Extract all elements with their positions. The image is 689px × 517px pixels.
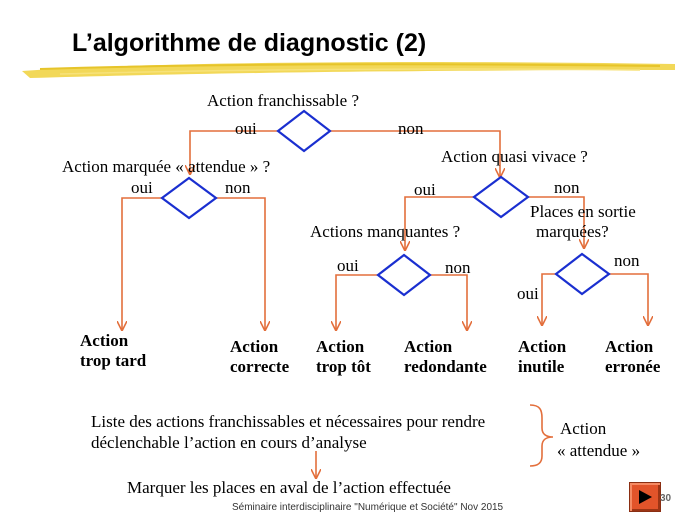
next-arrow-icon bbox=[639, 490, 652, 504]
note-side-line2: « attendue » bbox=[557, 441, 641, 460]
outcome-line1: Action bbox=[230, 337, 279, 356]
outcome-correcte: Action correcte bbox=[230, 337, 289, 376]
question-places-line2: marquées? bbox=[536, 222, 609, 241]
outcome-line2: redondante bbox=[404, 356, 487, 376]
edge-root-non bbox=[330, 130, 500, 177]
edge-places-oui bbox=[542, 273, 556, 325]
decision-diamond-marquee bbox=[160, 176, 218, 220]
label-viv-oui: oui bbox=[414, 180, 436, 199]
label-places-oui: oui bbox=[517, 284, 539, 303]
label-manq-non: non bbox=[445, 258, 471, 277]
question-vivace: Action quasi vivace ? bbox=[441, 147, 588, 166]
outcome-redondante: Action redondante bbox=[404, 337, 487, 376]
question-marquee: Action marquée « attendue » ? bbox=[62, 157, 271, 176]
outcome-inutile: Action inutile bbox=[518, 337, 566, 376]
edge-manq-non bbox=[430, 274, 467, 330]
decision-diamond-root bbox=[276, 109, 332, 153]
note-bracket bbox=[529, 404, 554, 467]
outcome-line1: Action bbox=[605, 337, 654, 356]
edge-viv-oui bbox=[405, 196, 474, 250]
note-side-line1: Action bbox=[560, 419, 607, 438]
outcome-line1: Action bbox=[316, 337, 365, 356]
edge-manq-oui bbox=[336, 274, 378, 330]
question-root: Action franchissable ? bbox=[207, 91, 359, 110]
edge-root-oui bbox=[190, 130, 278, 174]
note-bottom: Marquer les places en aval de l’action e… bbox=[127, 478, 451, 497]
label-marq-oui: oui bbox=[131, 178, 153, 197]
question-manquantes: Actions manquantes ? bbox=[310, 222, 461, 241]
outcome-line1: Action bbox=[80, 331, 129, 350]
next-slide-button[interactable] bbox=[629, 482, 661, 512]
outcome-line2: inutile bbox=[518, 356, 565, 376]
outcome-trop-tot: Action trop tôt bbox=[316, 337, 371, 376]
outcome-line2: correcte bbox=[230, 356, 290, 376]
title-underline-brush bbox=[22, 62, 675, 78]
label-marq-non: non bbox=[225, 178, 251, 197]
outcome-line2: trop tard bbox=[80, 350, 147, 370]
footer-text: Séminaire interdisciplinaire "Numérique … bbox=[232, 502, 504, 513]
label-root-non: non bbox=[398, 119, 424, 138]
edge-marq-oui bbox=[122, 197, 162, 330]
label-manq-oui: oui bbox=[337, 256, 359, 275]
page-number: 30 bbox=[660, 493, 672, 504]
decision-diamond-manquantes bbox=[376, 253, 432, 297]
edge-places-non bbox=[609, 273, 648, 325]
label-places-non: non bbox=[614, 251, 640, 270]
outcome-line1: Action bbox=[404, 337, 453, 356]
page-title: L’algorithme de diagnostic (2) bbox=[72, 29, 427, 57]
outcome-erronee: Action erronée bbox=[605, 337, 660, 376]
edge-viv-non bbox=[528, 196, 584, 248]
label-root-oui: oui bbox=[235, 119, 257, 138]
decision-diamond-vivace bbox=[472, 175, 530, 219]
outcome-line2: trop tôt bbox=[316, 356, 371, 376]
outcome-line1: Action bbox=[518, 337, 567, 356]
label-viv-non: non bbox=[554, 178, 580, 197]
decision-diamond-places bbox=[554, 252, 611, 296]
note-line1: Liste des actions franchissables et néce… bbox=[91, 412, 486, 431]
outcome-trop-tard: Action trop tard bbox=[80, 331, 146, 370]
question-places-line1: Places en sortie bbox=[530, 202, 636, 221]
note-line2: déclenchable l’action en cours d’analyse bbox=[91, 433, 367, 452]
outcome-line2: erronée bbox=[605, 356, 661, 376]
edge-marq-non bbox=[216, 197, 265, 330]
